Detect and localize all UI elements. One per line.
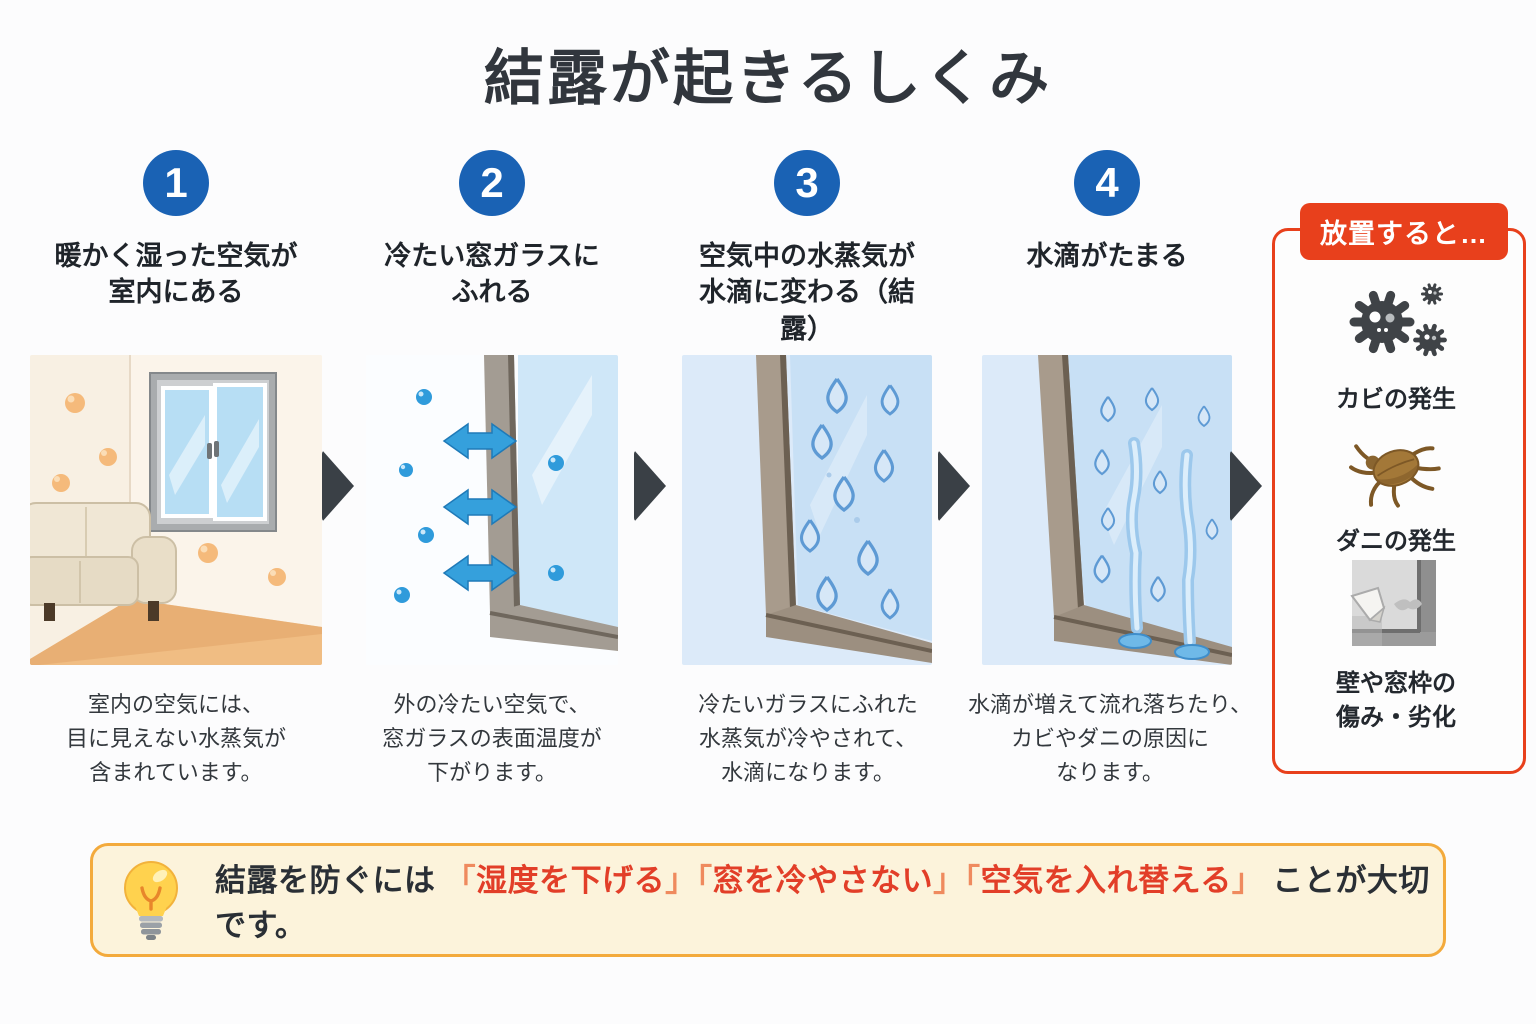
- step-3-number-badge: 3: [774, 150, 840, 216]
- tip-segment: 」: [665, 863, 697, 898]
- step-4-heading: 水滴がたまる: [1026, 241, 1188, 271]
- condensation-droplet-icons: [799, 377, 900, 620]
- sofa-icon: [30, 502, 177, 621]
- step-3-heading: 空気中の水蒸気が 水滴に変わる（結露）: [699, 241, 915, 344]
- cold-window-glass-illustration: [366, 355, 618, 665]
- consequences-badge: 放置すると…: [1300, 203, 1508, 260]
- step-1-number-badge: 1: [143, 150, 209, 216]
- water-stream-icons: [1125, 437, 1197, 648]
- mite-label: ダニの発生: [1336, 528, 1456, 555]
- step-4-number-badge: 4: [1074, 150, 1140, 216]
- page-title: 結露が起きるしくみ: [483, 45, 1053, 112]
- step-1-caption: 室内の空気には、 目に見えない水蒸気が 含まれています。: [65, 692, 286, 786]
- puddle-icon: [1174, 644, 1210, 660]
- consequence-item-mold: カビの発生: [1272, 272, 1520, 417]
- step-2-number-badge: 2: [459, 150, 525, 216]
- room-with-sofa-and-window-illustration: [30, 355, 322, 665]
- window-icon: [149, 372, 277, 532]
- flow-arrow-right-icon-2: [634, 450, 666, 522]
- step-1-heading: 暖かく湿った空気が 室内にある: [54, 241, 298, 308]
- tip-segment: 「: [444, 863, 477, 898]
- lightbulb-icon: [124, 861, 178, 940]
- tip-segment: 湿度を下げる: [476, 863, 666, 898]
- tip-segment: 窓を冷やさない: [712, 863, 934, 898]
- wall-damage-icon: [1350, 560, 1436, 646]
- step-3: 3 空気中の水蒸気が 水滴に変わる（結露）: [682, 150, 932, 347]
- double-arrow-icons: [442, 422, 518, 592]
- tip-segment: 結露を防ぐには: [215, 863, 445, 898]
- step-4-caption: 水滴が増えて流れ落ちたり、 カビやダニの原因に なります。: [967, 692, 1253, 786]
- streaming-water-svg: [982, 355, 1232, 665]
- step-2: 2 冷たい窓ガラスに ふれる: [366, 150, 618, 311]
- room-illustration-svg: [30, 355, 322, 665]
- flow-arrow-right-icon-4: [1230, 450, 1262, 522]
- tip-segment: 」: [1231, 863, 1264, 898]
- mite-icon: [1349, 444, 1441, 508]
- tip-segment: 」: [933, 863, 965, 898]
- condensation-svg: [682, 355, 932, 665]
- flow-arrow-right-icon-3: [938, 450, 970, 522]
- cold-glass-svg: [366, 355, 618, 665]
- flow-arrow-right-icon-1: [322, 450, 354, 522]
- tip-banner: 結露を防ぐには 「湿度を下げる」「窓を冷やさない」「空気を入れ替える」 ことが大…: [90, 843, 1446, 957]
- condensation-droplets-illustration: [682, 355, 932, 665]
- mold-label: カビの発生: [1336, 386, 1456, 413]
- consequence-item-wall-damage: 壁や窓枠の 傷み・劣化: [1272, 556, 1520, 734]
- vapor-droplet-icons: [394, 389, 564, 603]
- wall-damage-label: 壁や窓枠の 傷み・劣化: [1336, 670, 1456, 731]
- step-2-heading: 冷たい窓ガラスに ふれる: [384, 241, 600, 308]
- tip-segment: 「: [696, 863, 713, 898]
- step-4: 4 水滴がたまる: [982, 150, 1232, 274]
- streaming-water-illustration: [982, 355, 1232, 665]
- consequence-item-mite: ダニの発生: [1272, 418, 1520, 559]
- humid-air-particles-icon: [52, 393, 286, 586]
- tip-segment: 空気を入れ替える: [980, 863, 1232, 898]
- tip-segment: 「: [964, 863, 981, 898]
- puddle-icon: [1118, 633, 1152, 649]
- step-1: 1 暖かく湿った空気が 室内にある: [30, 150, 322, 311]
- tip-text: 結露を防ぐには 「湿度を下げる」「窓を冷やさない」「空気を入れ替える」 ことが大…: [215, 855, 1443, 945]
- step-2-caption: 外の冷たい空気で、 窓ガラスの表面温度が 下がります。: [382, 692, 602, 786]
- step-3-caption: 冷たいガラスにふれた 水蒸気が冷やされて、 水滴になります。: [698, 692, 918, 786]
- mold-icon: [1336, 283, 1456, 372]
- tip-segment: ことが大切です。: [215, 863, 1430, 943]
